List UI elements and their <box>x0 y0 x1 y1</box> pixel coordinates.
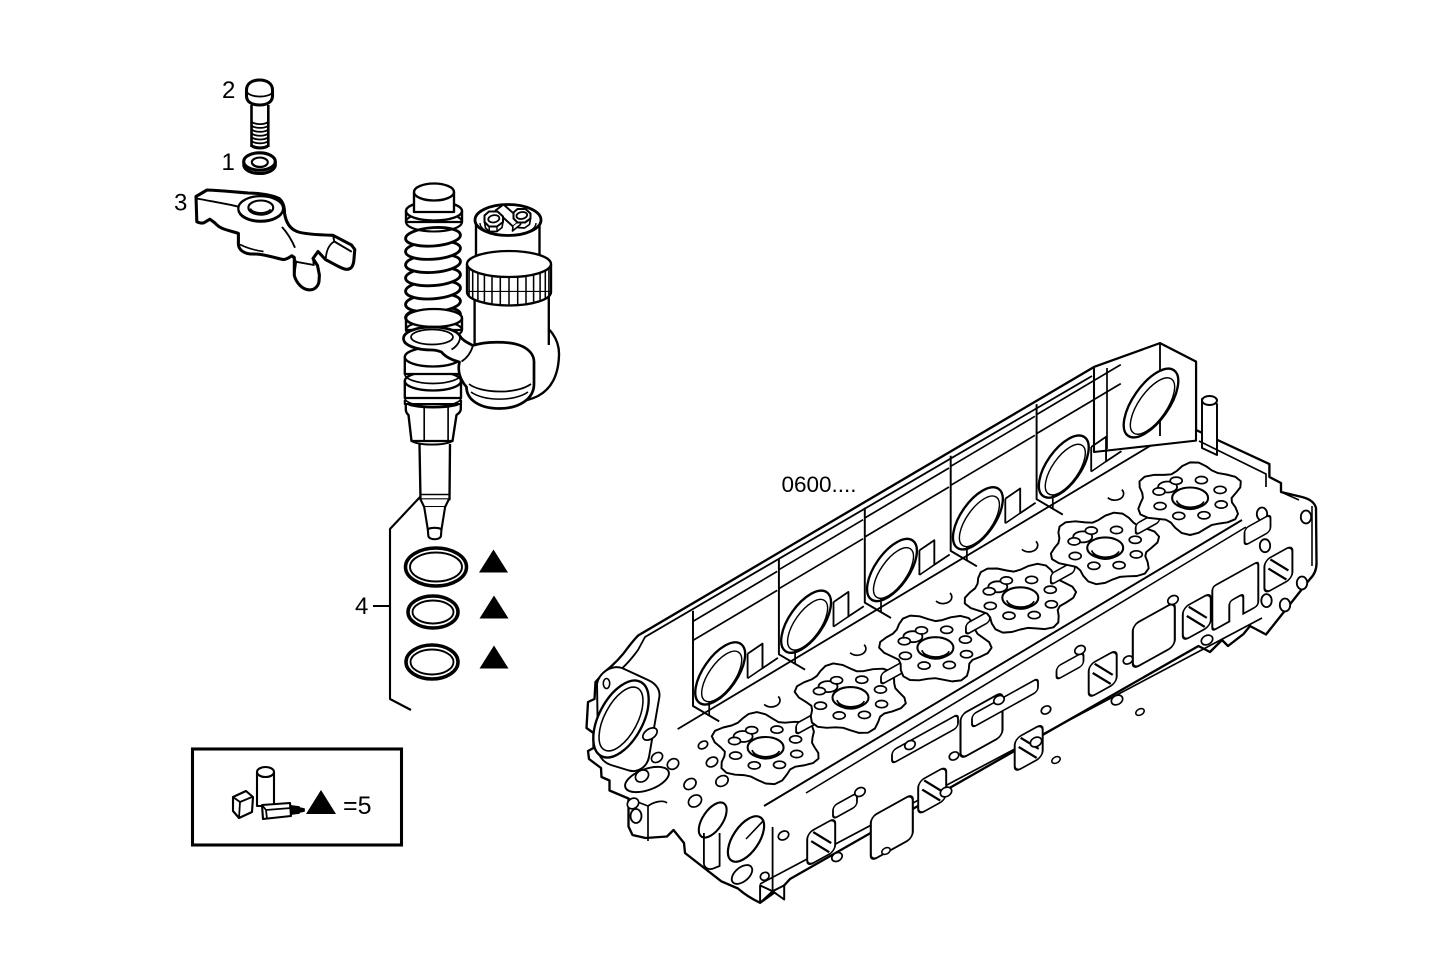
svg-text:=5: =5 <box>343 792 372 820</box>
svg-text:4: 4 <box>355 593 368 620</box>
svg-text:2: 2 <box>222 77 235 104</box>
svg-text:3: 3 <box>174 190 187 217</box>
svg-text:0600....: 0600.... <box>782 472 857 497</box>
svg-text:1: 1 <box>222 149 235 176</box>
